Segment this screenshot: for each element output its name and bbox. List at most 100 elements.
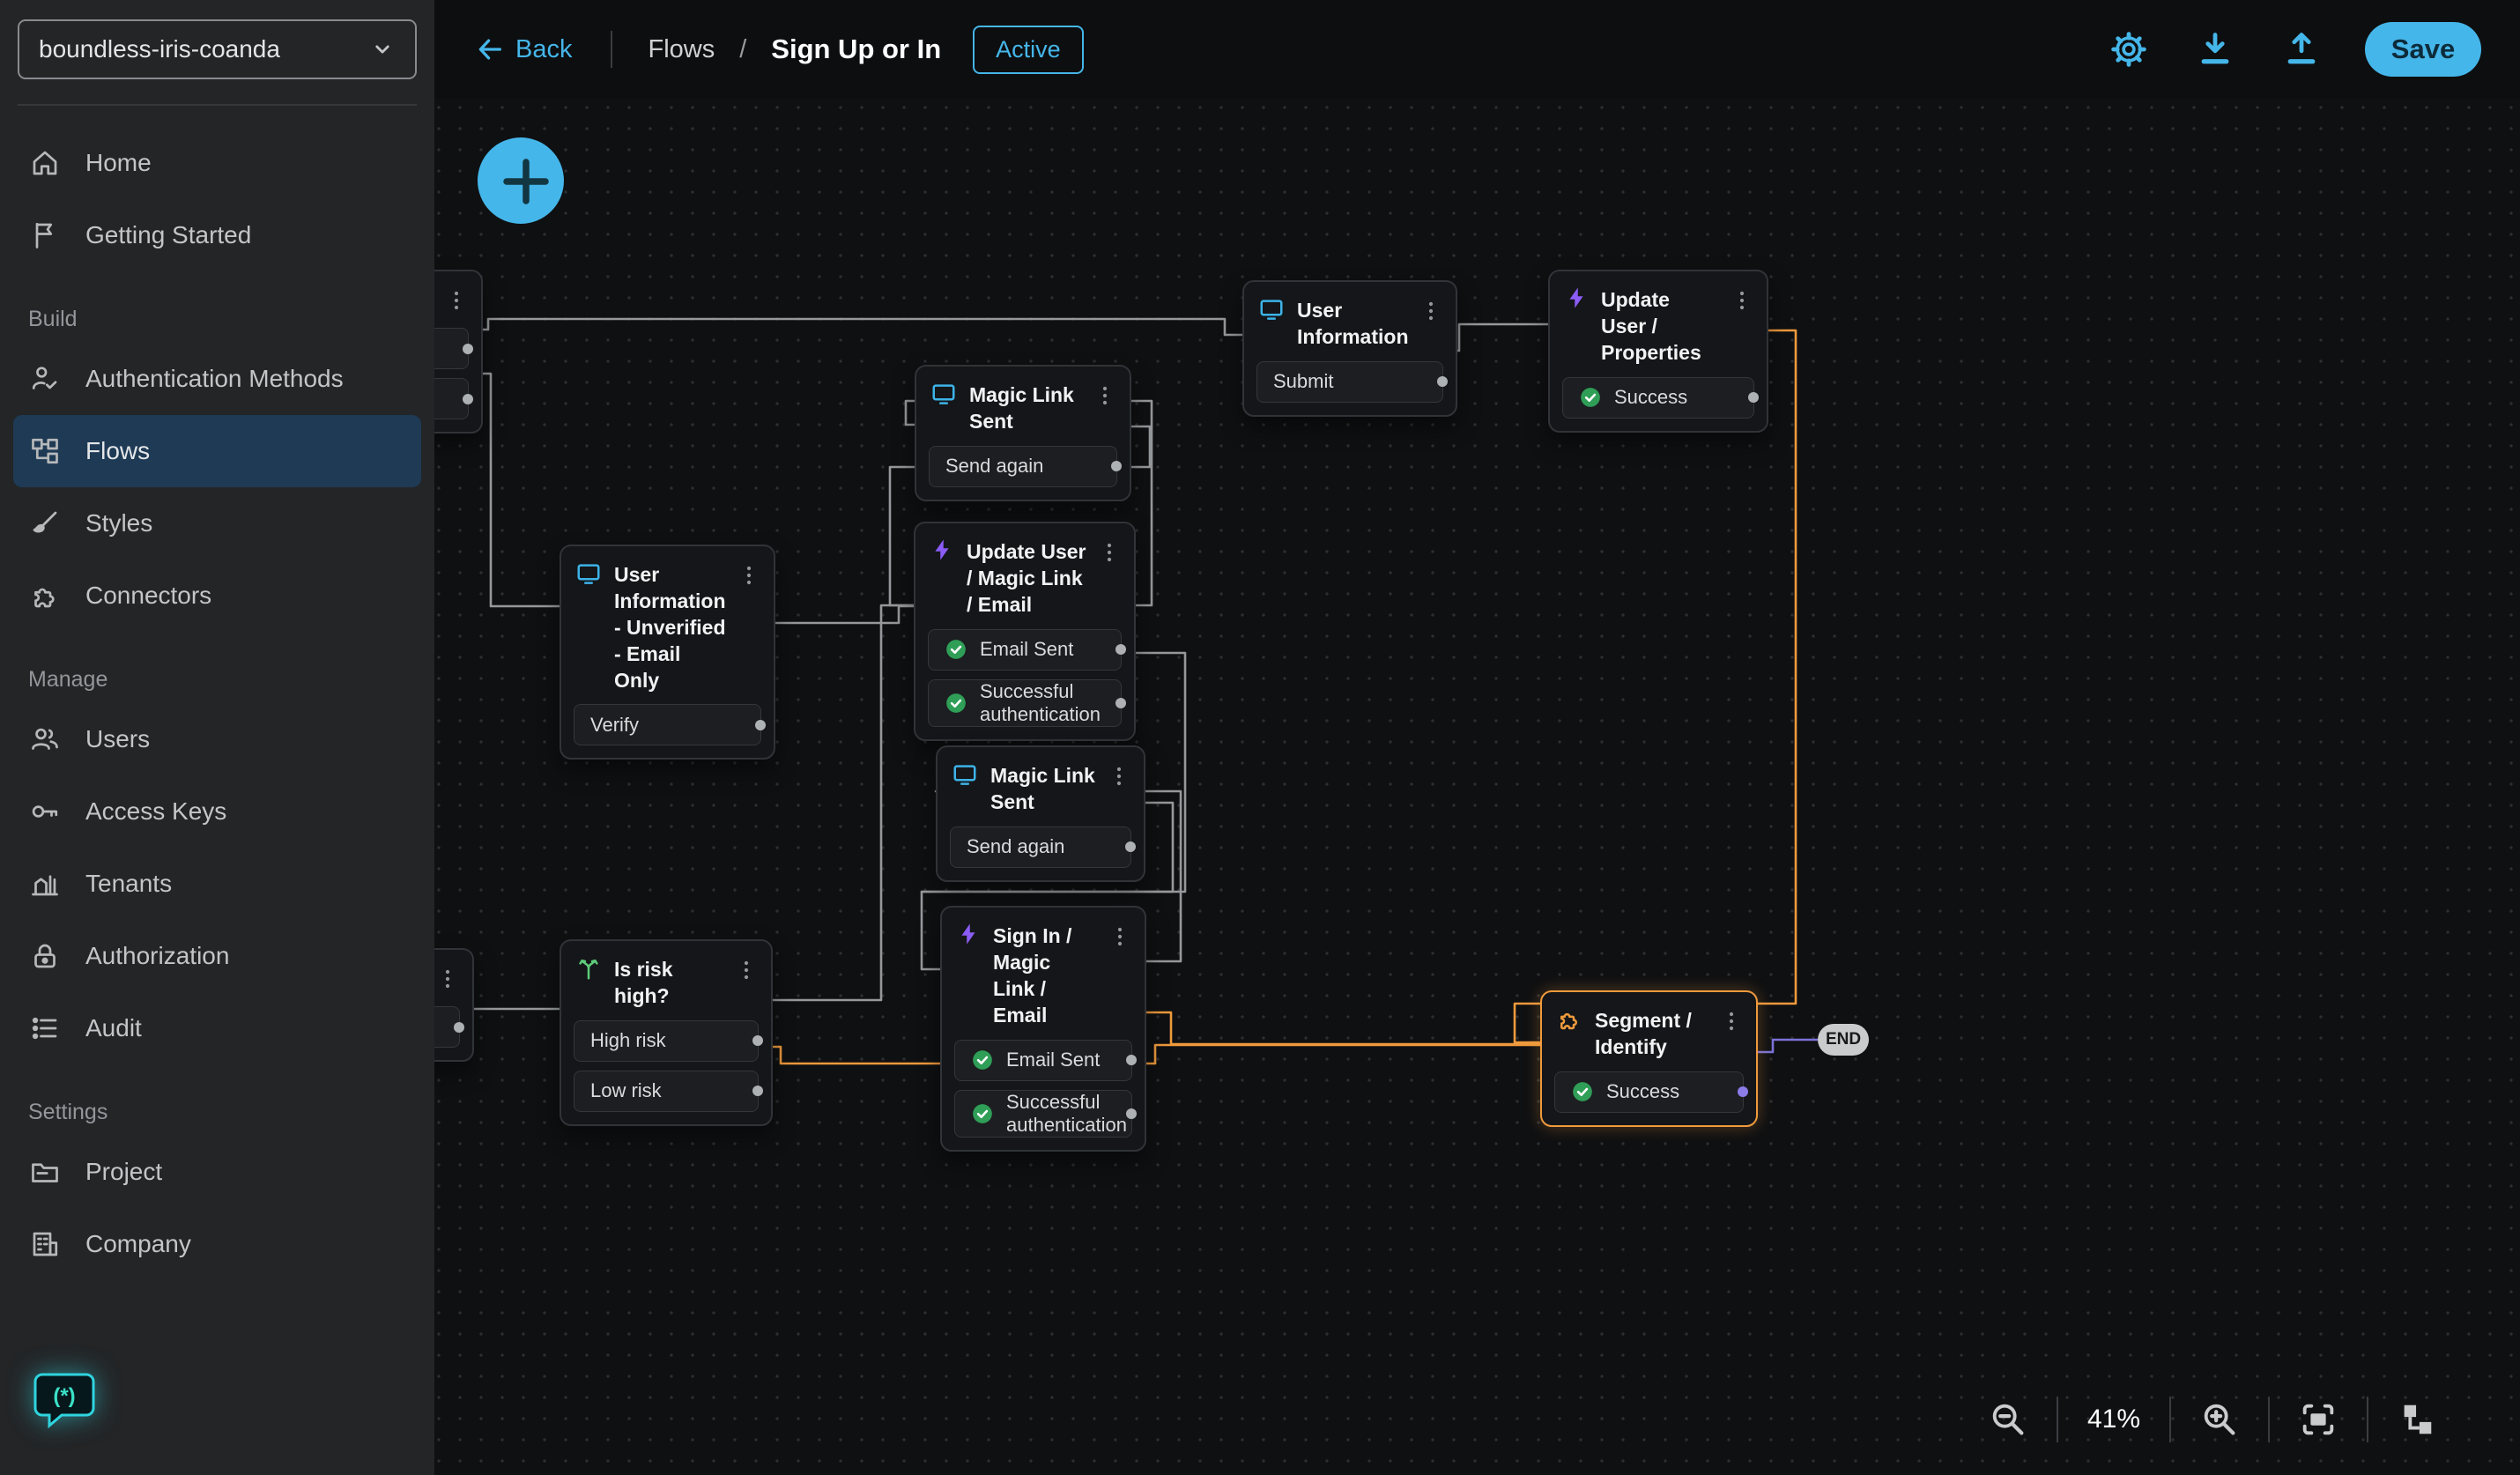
kebab-menu-icon[interactable]: [1108, 761, 1130, 788]
save-button[interactable]: Save: [2365, 22, 2481, 77]
sidebar-item-label: Users: [85, 725, 151, 752]
chat-bubble-icon: (*): [33, 1373, 95, 1429]
node-output-row[interactable]: Success: [1554, 1071, 1748, 1113]
zap-icon: [1564, 285, 1589, 310]
node-output-row[interactable]: Submit: [1256, 360, 1448, 403]
node-output-row[interactable]: Verify: [574, 704, 766, 746]
kebab-menu-icon[interactable]: [1109, 922, 1130, 948]
output-port[interactable]: [1111, 461, 1122, 472]
sidebar-item-connectors[interactable]: Connectors: [13, 560, 421, 632]
lock-icon: [29, 940, 61, 972]
sidebar-item-label: Getting Started: [85, 221, 252, 248]
sidebar-item-home[interactable]: Home: [13, 127, 421, 199]
node-output-row[interactable]: Successful authentication: [928, 678, 1126, 727]
success-check-icon: [945, 638, 967, 661]
node-update-user-magic-link-email[interactable]: Update User / Magic Link / Email Email S…: [914, 522, 1136, 741]
node-output-label: Successful authentication: [1006, 1090, 1127, 1136]
node-header: [314, 282, 469, 319]
output-port[interactable]: [454, 1021, 464, 1033]
kebab-menu-icon[interactable]: [1420, 296, 1442, 322]
sidebar-item-getting-started[interactable]: Getting Started: [13, 199, 421, 271]
output-port[interactable]: [1115, 697, 1126, 708]
node-title: Sign In / Magic Link / Email: [993, 924, 1072, 1027]
kebab-menu-icon[interactable]: [446, 285, 467, 312]
project-selector[interactable]: boundless-iris-coanda: [18, 19, 417, 79]
output-port[interactable]: [1126, 1108, 1137, 1119]
success-check-icon: [971, 1102, 994, 1125]
zap-icon: [930, 537, 954, 562]
sidebar-item-authorization[interactable]: Authorization: [13, 920, 421, 992]
output-port[interactable]: [1437, 376, 1448, 388]
zoom-out-button[interactable]: [1984, 1396, 2032, 1443]
output-port[interactable]: [1126, 1055, 1137, 1066]
back-button[interactable]: Back: [475, 34, 572, 64]
node-user-information-unverified-email-only[interactable]: User Information - Unverified - Email On…: [560, 545, 775, 760]
zoom-out-icon: [1992, 1404, 2024, 1435]
page-title: Sign Up or In: [771, 33, 942, 64]
edge: [920, 801, 1175, 893]
node-output-row[interactable]: Success: [1562, 376, 1759, 419]
end-node[interactable]: END: [1818, 1024, 1869, 1056]
brush-icon: [29, 508, 61, 539]
kebab-menu-icon[interactable]: [1099, 537, 1120, 564]
kebab-menu-icon[interactable]: [1094, 381, 1115, 407]
node-magic-link-sent-2[interactable]: Magic Link Sent Send again: [936, 745, 1145, 882]
kebab-menu-icon[interactable]: [437, 964, 458, 990]
kebab-menu-icon[interactable]: [1721, 1006, 1742, 1033]
breadcrumb-flows[interactable]: Flows: [648, 34, 715, 63]
node-title: Segment / Identify: [1595, 1009, 1692, 1058]
sidebar-item-access-keys[interactable]: Access Keys: [13, 775, 421, 848]
fit-to-screen-button[interactable]: [2294, 1396, 2342, 1443]
output-port[interactable]: [463, 393, 473, 404]
sidebar-item-styles[interactable]: Styles: [13, 487, 421, 560]
kebab-menu-icon[interactable]: [738, 560, 760, 587]
sidebar-item-flows[interactable]: Flows: [13, 415, 421, 487]
screen-icon: [1258, 296, 1285, 322]
zoom-in-button[interactable]: [2196, 1396, 2243, 1443]
sidebar-item-company[interactable]: Company: [13, 1208, 421, 1280]
sidebar-item-project[interactable]: Project: [13, 1136, 421, 1208]
sidebar-item-authentication-methods[interactable]: Authentication Methods: [13, 343, 421, 415]
output-port[interactable]: [463, 343, 473, 354]
node-update-user-properties[interactable]: Update User / Properties Success: [1548, 270, 1768, 433]
node-output-row[interactable]: Successful authentication: [954, 1089, 1137, 1138]
controls-divider: [2057, 1397, 2058, 1442]
node-segment-identify[interactable]: Segment / Identify Success: [1540, 990, 1758, 1127]
output-port[interactable]: [1115, 644, 1126, 656]
sidebar-item-users[interactable]: Users: [13, 703, 421, 775]
output-port[interactable]: [755, 719, 766, 730]
list-icon: [29, 1012, 61, 1044]
puzzle-icon: [29, 580, 61, 611]
node-magic-link-sent-1[interactable]: Magic Link Sent Send again: [915, 365, 1131, 501]
node-output-row[interactable]: Low risk: [574, 1070, 763, 1112]
output-port[interactable]: [1125, 841, 1136, 853]
export-button[interactable]: [2279, 26, 2324, 72]
sidebar-item-tenants[interactable]: Tenants: [13, 848, 421, 920]
kebab-menu-icon[interactable]: [1731, 285, 1753, 312]
project-selector-value: boundless-iris-coanda: [39, 35, 280, 63]
node-output-row[interactable]: Email Sent: [928, 628, 1126, 671]
settings-button[interactable]: [2106, 26, 2152, 72]
node-header: Sign In / Magic Link / Email: [954, 918, 1132, 1031]
help-widget-logo[interactable]: (*): [32, 1371, 97, 1429]
status-badge[interactable]: Active: [973, 25, 1084, 74]
node-user-information[interactable]: User Information Submit: [1242, 280, 1457, 417]
node-output-row[interactable]: Send again: [929, 445, 1122, 487]
output-port[interactable]: [752, 1035, 763, 1047]
output-port[interactable]: [752, 1086, 763, 1097]
node-output-row[interactable]: Send again: [950, 826, 1136, 868]
node-output-row[interactable]: Email Sent: [954, 1039, 1137, 1081]
sidebar-item-audit[interactable]: Audit: [13, 992, 421, 1064]
node-output-row[interactable]: High risk: [574, 1019, 763, 1062]
import-button[interactable]: [2192, 26, 2238, 72]
node-title: Magic Link Sent: [990, 764, 1095, 813]
branch-icon: [575, 955, 602, 982]
kebab-menu-icon[interactable]: [736, 955, 757, 982]
output-port[interactable]: [1748, 392, 1759, 404]
flag-icon: [29, 219, 61, 251]
auto-layout-button[interactable]: [2393, 1396, 2441, 1443]
add-node-button[interactable]: [478, 137, 564, 224]
output-port[interactable]: [1738, 1086, 1748, 1098]
